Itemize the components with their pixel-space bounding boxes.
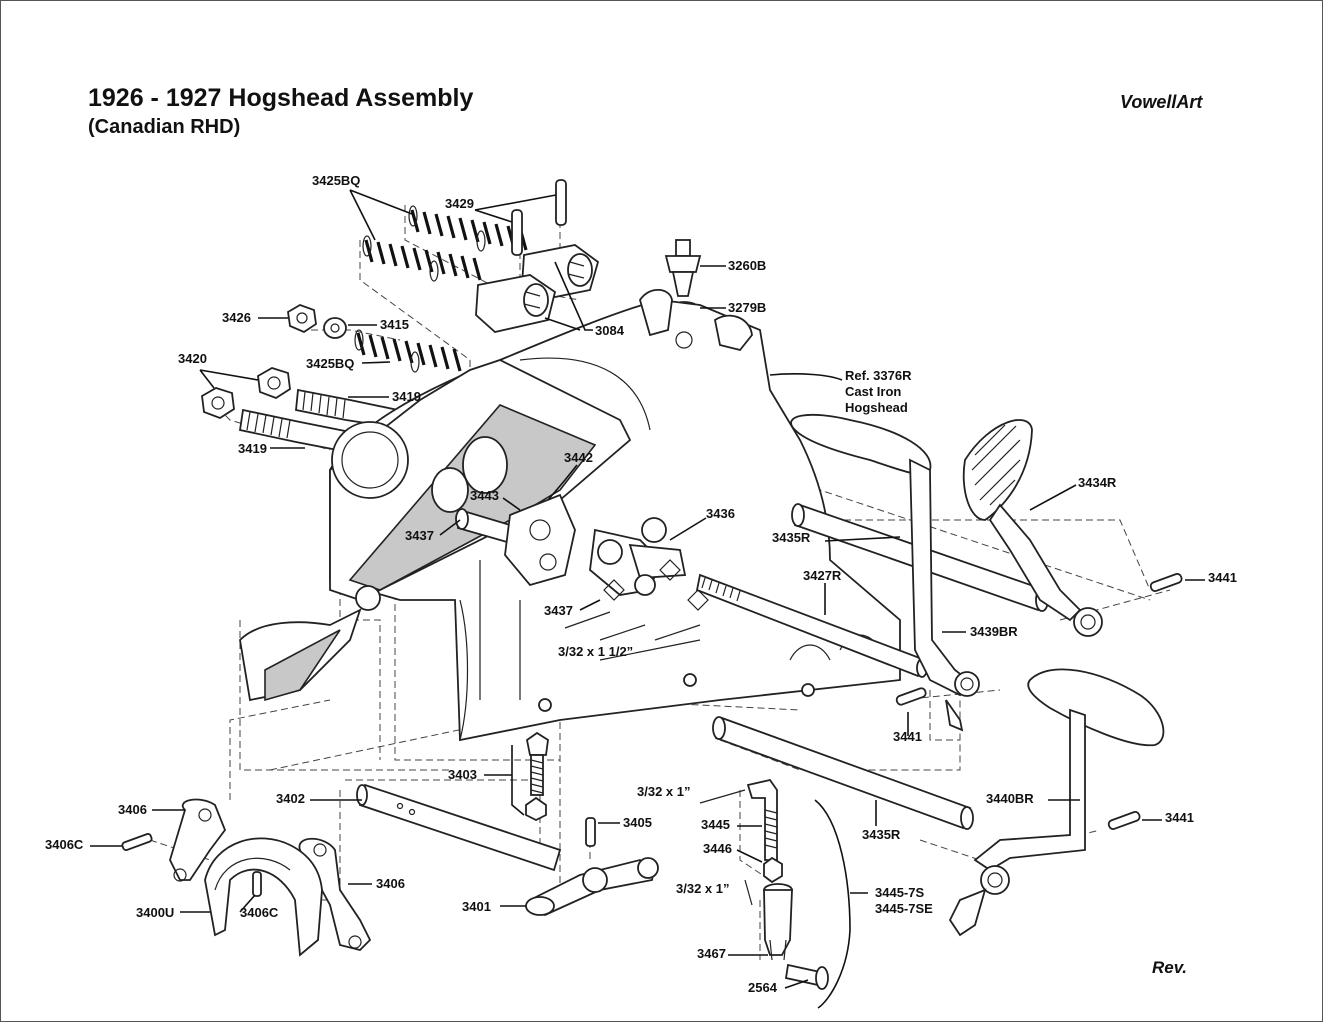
callout: 3439BR [970, 624, 1018, 639]
callout: 3419 [238, 441, 267, 456]
cotter-pin-d [699, 789, 746, 804]
callout: 3437 [544, 603, 573, 618]
leader-lines [90, 189, 1205, 989]
callout: 3425BQ [312, 173, 360, 188]
callout: 3403 [448, 767, 477, 782]
plunger-3084-lower [475, 274, 557, 333]
callout: 3084 [595, 323, 625, 338]
nut-3426 [287, 304, 317, 334]
eye-bolt-3445 [746, 778, 778, 861]
callout-labels: 3425BQ 3429 3260B 3279B 3426 3415 3084 3… [45, 173, 1237, 995]
pin-3441-c [1107, 810, 1141, 830]
callout: 3435R [772, 530, 811, 545]
callout: 3420 [178, 351, 207, 366]
callout: 3/32 x 1” [676, 881, 730, 896]
diagram-subtitle: (Canadian RHD) [88, 116, 241, 138]
callout: 3436 [706, 506, 735, 521]
callout: 3441 [893, 729, 922, 744]
shaft-3435r-lower [712, 716, 974, 830]
pin-3441-a [1149, 572, 1183, 592]
pedal-3434r [962, 419, 1103, 637]
pin-3406c-left [121, 833, 153, 851]
callout: 2564 [748, 980, 778, 995]
callout: 3419 [392, 389, 421, 404]
callout: 3402 [276, 791, 305, 806]
spring-middle-left [362, 235, 482, 282]
callout: 3406C [240, 905, 279, 920]
callout: 3405 [623, 815, 652, 830]
hogshead-side-plate [239, 359, 632, 702]
callout: 3400U [136, 905, 174, 920]
spring-lower [354, 329, 462, 373]
clevis-pin-2564 [784, 963, 829, 990]
cotter-pin-e [744, 879, 753, 906]
callout: 3429 [445, 196, 474, 211]
callout: 3443 [470, 488, 499, 503]
grease-fitting-3260b [664, 239, 702, 297]
callout: 3406 [118, 802, 147, 817]
pin-3429-a [555, 179, 567, 226]
pin-3406c-center [252, 871, 262, 897]
spring-upper-left [408, 205, 528, 252]
callout: 3406 [376, 876, 405, 891]
revision-label: Rev. [1152, 958, 1187, 977]
callout: 3401 [462, 899, 491, 914]
pedal-3440br [948, 668, 1165, 937]
callout: 3446 [703, 841, 732, 856]
lever-3401 [525, 857, 659, 917]
shift-fork-3406-left [169, 798, 227, 882]
callout: Cast Iron [845, 384, 901, 399]
pin-3441-b [895, 687, 927, 706]
bolt-3403 [525, 731, 549, 822]
callout: 3406C [45, 837, 84, 852]
shaft-3402 [356, 783, 562, 872]
callout: 3435R [862, 827, 901, 842]
callout: 3442 [564, 450, 593, 465]
callout: Ref. 3376R [845, 368, 912, 383]
callout: 3434R [1078, 475, 1117, 490]
callout: 3441 [1165, 810, 1194, 825]
callout: 3445-7S [875, 885, 924, 900]
callout: 3415 [380, 317, 409, 332]
callout: 3445 [701, 817, 730, 832]
callout: 3279B [728, 300, 766, 315]
bracket-3445-7s [814, 799, 851, 1009]
washer-3415 [323, 317, 347, 339]
nut-3420-b [201, 387, 235, 420]
callout: 3437 [405, 528, 434, 543]
callout: 3445-7SE [875, 901, 933, 916]
clevis-3467 [763, 883, 793, 961]
diagram-title: 1926 - 1927 Hogshead Assembly [88, 84, 474, 112]
pin-3405 [585, 817, 596, 847]
callout: 3/32 x 1 1/2” [558, 644, 633, 659]
callout: 3441 [1208, 570, 1237, 585]
rod-3427r [695, 573, 928, 678]
nut-3420-a [257, 367, 291, 400]
shift-fork-3400u [204, 837, 323, 957]
callout: 3440BR [986, 791, 1034, 806]
pedal-3439br [790, 413, 980, 732]
cotter-pin-a [564, 611, 611, 629]
callout: 3425BQ [306, 356, 354, 371]
callout: 3260B [728, 258, 766, 273]
shift-fork-3406-right [298, 837, 372, 951]
nut-3446 [763, 856, 783, 884]
callout: Hogshead [845, 400, 908, 415]
callout: 3427R [803, 568, 842, 583]
callout: 3467 [697, 946, 726, 961]
pin-3429-b [511, 209, 523, 256]
cotter-pin-b [599, 624, 646, 641]
brand-signature: VowellArt [1120, 92, 1203, 112]
cotter-pin-c [654, 624, 701, 641]
callout: 3/32 x 1” [637, 784, 691, 799]
callout: 3426 [222, 310, 251, 325]
shaft-assembly-3436 [455, 493, 709, 611]
